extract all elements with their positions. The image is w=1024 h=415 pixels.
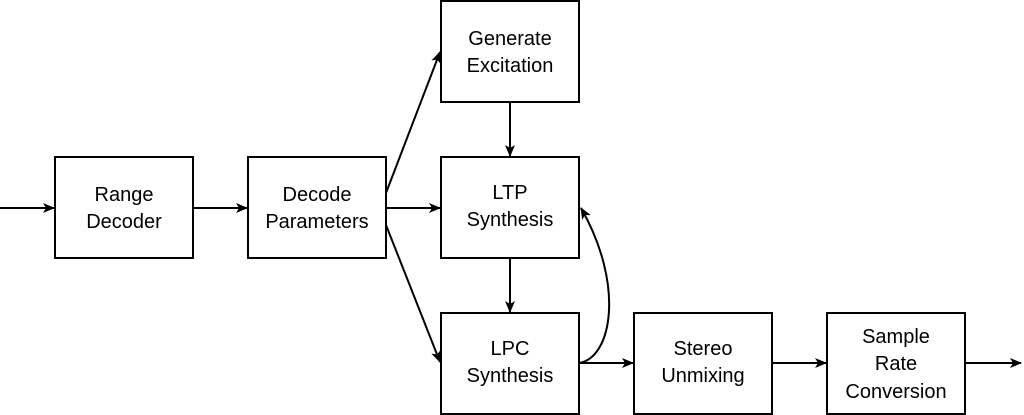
edge-lpc-synthesis-ltp-synthesis-feedback: [578, 207, 611, 364]
node-label: Unmixing: [661, 365, 744, 387]
node-label: LTP: [492, 182, 527, 204]
edge-decode-parameters-lpc-synthesis: [385, 224, 441, 363]
node-label: Parameters: [265, 211, 368, 233]
node-label: Range: [95, 184, 154, 206]
node-label: Decoder: [86, 211, 162, 233]
node-label: Rate: [875, 353, 917, 375]
node-label: Conversion: [845, 381, 946, 403]
node-label: Excitation: [467, 55, 554, 77]
node-label: Synthesis: [467, 209, 554, 231]
node-decode-parameters: Decode Parameters: [247, 156, 387, 259]
node-label: Decode: [283, 184, 352, 206]
node-lpc-synthesis: LPC Synthesis: [440, 312, 580, 415]
node-label: Synthesis: [467, 365, 554, 387]
node-label: Sample: [862, 326, 930, 348]
node-ltp-synthesis: LTP Synthesis: [440, 156, 580, 259]
edges: [0, 51, 1022, 368]
edge-decode-parameters-generate-excitation: [385, 51, 441, 194]
node-label: Generate: [468, 28, 551, 50]
node-range-decoder: Range Decoder: [54, 156, 194, 259]
node-stereo-unmixing: Stereo Unmixing: [633, 312, 773, 415]
node-generate-excitation: Generate Excitation: [440, 0, 580, 103]
node-sample-rate-conversion: Sample Rate Conversion: [826, 312, 966, 415]
node-label: LPC: [491, 338, 530, 360]
node-label: Stereo: [674, 338, 733, 360]
